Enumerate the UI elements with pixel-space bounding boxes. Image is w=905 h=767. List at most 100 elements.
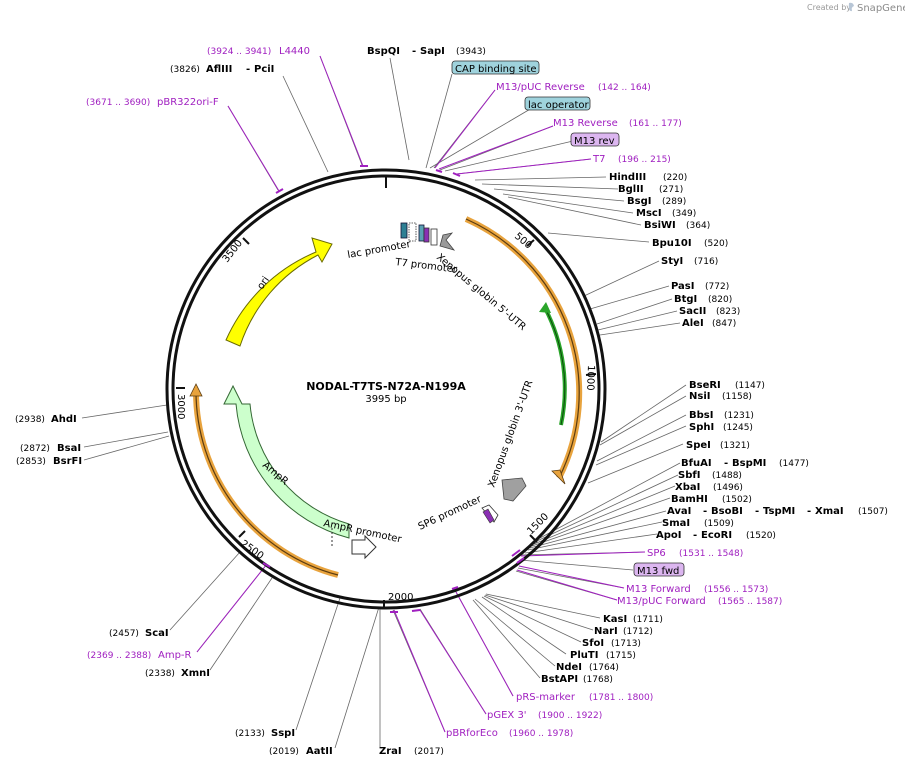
xenopus-5utr-arrow (439, 232, 456, 251)
svg-text:(1900 .. 1922): (1900 .. 1922) (538, 711, 602, 721)
svg-text:ScaI: ScaI (145, 628, 169, 639)
primer-m13puc-forward: M13/pUC Forward (1565 .. 1587) (617, 596, 782, 607)
svg-text:(271): (271) (659, 185, 683, 195)
svg-text:SbfI: SbfI (678, 470, 700, 481)
svg-text:NsiI: NsiI (689, 391, 710, 402)
m13-rev-box (570, 132, 620, 147)
svg-text:(2872): (2872) (20, 444, 50, 454)
svg-text:PciI: PciI (254, 64, 274, 75)
primer-prs-marker: pRS-marker (1781 .. 1800) (516, 692, 653, 703)
primer-m13-forward: M13 Forward (1556 .. 1573) (626, 584, 768, 595)
svg-text:(2457): (2457) (109, 629, 139, 639)
enzyme-bseri: BseRI (1147) (689, 380, 765, 391)
enzyme-bpu10i: Bpu10I (520) (652, 238, 728, 249)
svg-text:-: - (755, 506, 759, 517)
svg-text:BsoBI: BsoBI (711, 506, 743, 517)
svg-text:BspQI: BspQI (367, 46, 400, 57)
svg-text:(289): (289) (662, 197, 686, 207)
svg-text:NarI: NarI (594, 626, 618, 637)
svg-text:EcoRI: EcoRI (701, 530, 732, 541)
svg-text:(2133): (2133) (235, 729, 265, 739)
xenopus-3utr-arrow (501, 477, 527, 502)
svg-text:(823): (823) (716, 307, 740, 317)
cap-site-block (400, 222, 408, 239)
plasmid-size: 3995 bp (365, 394, 406, 405)
primer-pgex3: pGEX 3' (1900 .. 1922) (487, 710, 602, 721)
sp6-promoter-label: SP6 promoter (417, 494, 484, 533)
svg-text:XmaI: XmaI (815, 506, 844, 517)
lac-operator-box (524, 96, 591, 111)
svg-text:BstAPI: BstAPI (541, 674, 578, 685)
svg-text:(1531 .. 1548): (1531 .. 1548) (679, 549, 743, 559)
primer-m13puc-reverse: M13/pUC Reverse (142 .. 164) (496, 82, 651, 93)
ampr-feature (223, 384, 350, 539)
svg-text:(1509): (1509) (704, 519, 734, 529)
svg-text:AflIII: AflIII (206, 64, 232, 75)
svg-text:BsgI: BsgI (627, 196, 651, 207)
enzyme-bstapi: BstAPI (1768) (541, 674, 613, 685)
svg-text:TspMI: TspMI (763, 506, 795, 517)
svg-text:L4440: L4440 (279, 46, 310, 57)
lac-promoter-block (408, 222, 417, 242)
lac-operator-box-label: lac operator (528, 100, 589, 111)
svg-text:M13/pUC Forward: M13/pUC Forward (617, 596, 706, 607)
svg-text:pRS-marker: pRS-marker (516, 692, 576, 703)
svg-text:M13/pUC Reverse: M13/pUC Reverse (496, 82, 585, 93)
svg-text:T7: T7 (592, 154, 605, 165)
svg-text:(520): (520) (704, 239, 728, 249)
svg-text:(1715): (1715) (606, 651, 636, 661)
svg-text:pGEX 3': pGEX 3' (487, 710, 527, 721)
enzyme-aatii: (2019) AatII (269, 746, 333, 757)
enzyme-zrai: ZraI (2017) (379, 746, 444, 757)
svg-text:(1781 .. 1800): (1781 .. 1800) (589, 693, 653, 703)
enzyme-nsii: NsiI (1158) (689, 391, 752, 402)
svg-text:(220): (220) (663, 173, 687, 183)
svg-text:(1477): (1477) (779, 459, 809, 469)
svg-text:pBRforEco: pBRforEco (446, 728, 498, 739)
enzyme-alei: AleI (847) (682, 318, 736, 329)
svg-text:(2369 .. 2388): (2369 .. 2388) (87, 651, 151, 661)
svg-text:SP6: SP6 (647, 548, 666, 559)
svg-text:BtgI: BtgI (674, 294, 697, 305)
svg-text:AleI: AleI (682, 318, 704, 329)
enzyme-sbfi: SbfI (1488) (678, 470, 742, 481)
svg-text:(1158): (1158) (722, 392, 752, 402)
tick-marks (176, 176, 597, 608)
svg-text:PasI: PasI (671, 281, 694, 292)
svg-text:BsaI: BsaI (57, 443, 81, 454)
svg-text:(1502): (1502) (722, 495, 752, 505)
svg-text:Bpu10I: Bpu10I (652, 238, 692, 249)
cap-box (451, 60, 540, 75)
m13-fwd-box-label: M13 fwd (637, 566, 679, 577)
primer-pbrforeco: pBRforEco (1960 .. 1978) (446, 728, 573, 739)
svg-text:(1496): (1496) (713, 483, 743, 493)
plasmid-name: NODAL-T7TS-N72A-N199A (306, 380, 466, 393)
svg-text:KasI: KasI (603, 614, 627, 625)
enzyme-sspi: (2133) SspI (235, 728, 295, 739)
svg-text:BspMI: BspMI (732, 458, 766, 469)
svg-text:SfoI: SfoI (582, 638, 604, 649)
svg-text:(196 .. 215): (196 .. 215) (618, 155, 671, 165)
enzyme-pluti: PluTI (1715) (570, 650, 636, 661)
svg-text:(1764): (1764) (589, 663, 619, 673)
svg-text:SmaI: SmaI (662, 518, 690, 529)
svg-text:(2853): (2853) (16, 457, 46, 467)
ori-feature (225, 237, 333, 347)
svg-text:XmnI: XmnI (181, 668, 210, 679)
enzyme-kasi: KasI (1711) (603, 614, 663, 625)
tick-1000: 1000 (584, 365, 596, 391)
enzyme-xbai: XbaI (1496) (675, 482, 743, 493)
svg-text:(1321): (1321) (720, 441, 750, 451)
svg-text:-: - (703, 506, 707, 517)
primer-pbr322ori: (3671 .. 3690) pBR322ori-F (86, 97, 219, 108)
svg-text:BsiWI: BsiWI (644, 220, 676, 231)
svg-text:AhdI: AhdI (51, 414, 77, 425)
svg-text:(847): (847) (712, 319, 736, 329)
svg-text:M13 Forward: M13 Forward (626, 584, 691, 595)
m13-fwd-box (633, 562, 685, 577)
svg-text:BglII: BglII (618, 184, 644, 195)
svg-text:(1488): (1488) (712, 471, 742, 481)
primer-amp-r: (2369 .. 2388) Amp-R (87, 650, 192, 661)
svg-text:-: - (412, 46, 416, 57)
